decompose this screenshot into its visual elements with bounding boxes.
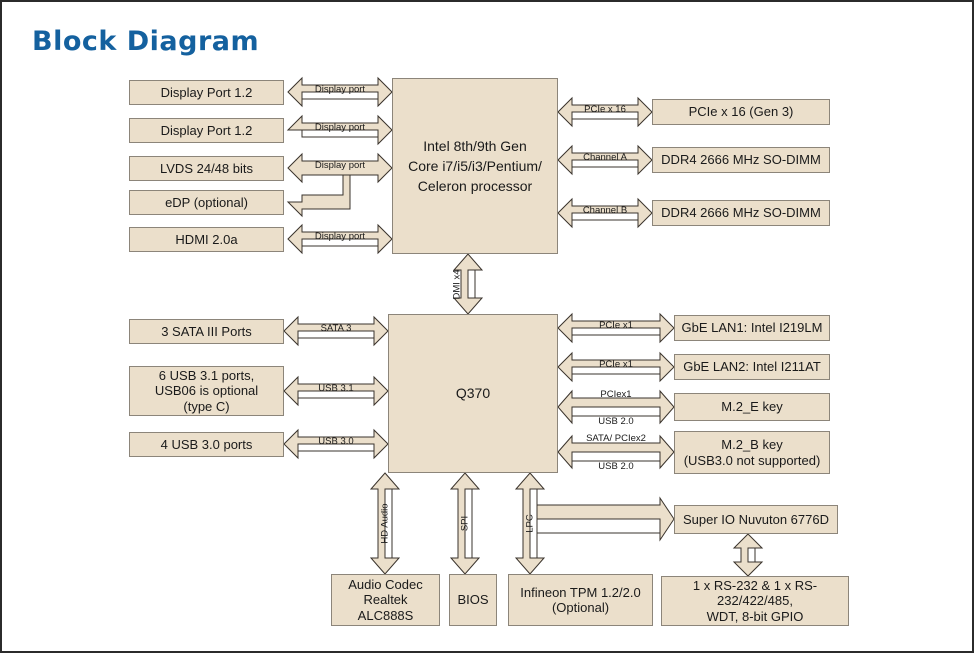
block-gbe-lan2[interactable]: GbE LAN2: Intel I211AT <box>674 354 830 380</box>
block-ddr4-channel-a[interactable]: DDR4 2666 MHz SO-DIMM <box>652 147 830 173</box>
arrow-label-m2b-bottom: USB 2.0 <box>598 461 634 472</box>
arrow-label-hd-audio: HD Audio <box>379 503 391 544</box>
arrow-label-lan1-pcie: PCIe x1 <box>599 320 633 331</box>
block-m2-e-key[interactable]: M.2_E key <box>674 393 830 421</box>
arrow-label-dmi-x4: DMI x4 <box>451 269 463 300</box>
arrow-label-m2b-top: SATA/ PCIex2 <box>586 433 646 444</box>
arrow-label-lan2-pcie: PCIe x1 <box>599 359 633 370</box>
block-usb31-ports[interactable]: 6 USB 3.1 ports, USB06 is optional (type… <box>129 366 284 416</box>
block-audio-codec[interactable]: Audio Codec Realtek ALC888S <box>331 574 440 626</box>
block-chipset-q370[interactable]: Q370 <box>388 314 558 473</box>
arrow-label-channel-b: Channel B <box>582 205 628 216</box>
arrow-label-pcie-x16: PCIe x 16 <box>584 104 626 115</box>
block-m2-b-key[interactable]: M.2_B key (USB3.0 not supported) <box>674 431 830 474</box>
block-lvds[interactable]: LVDS 24/48 bits <box>129 156 284 181</box>
arrow-label-sata3: SATA 3 <box>320 323 352 334</box>
block-tpm[interactable]: Infineon TPM 1.2/2.0 (Optional) <box>508 574 653 626</box>
arrow-label-display-port-4: Display port <box>314 231 366 242</box>
arrow-label-spi: SPI <box>459 515 471 532</box>
block-hdmi[interactable]: HDMI 2.0a <box>129 227 284 252</box>
arrow-label-lpc: LPC <box>524 514 536 533</box>
arrow-label-m2e-bottom: USB 2.0 <box>598 416 634 427</box>
arrow-label-display-port-1: Display port <box>314 84 366 95</box>
arrow-label-display-port-2: Display port <box>314 122 366 133</box>
block-cpu[interactable]: Intel 8th/9th Gen Core i7/i5/i3/Pentium/… <box>392 78 558 254</box>
block-edp[interactable]: eDP (optional) <box>129 190 284 215</box>
block-sata-ports[interactable]: 3 SATA III Ports <box>129 319 284 344</box>
arrow-label-m2e-top: PCIex1 <box>600 389 632 400</box>
block-gbe-lan1[interactable]: GbE LAN1: Intel I219LM <box>674 315 830 341</box>
block-display-port-2[interactable]: Display Port 1.2 <box>129 118 284 143</box>
block-ddr4-channel-b[interactable]: DDR4 2666 MHz SO-DIMM <box>652 200 830 226</box>
block-pcie-x16[interactable]: PCIe x 16 (Gen 3) <box>652 99 830 125</box>
block-serial-gpio[interactable]: 1 x RS-232 & 1 x RS-232/422/485, WDT, 8-… <box>661 576 849 626</box>
arrow-label-usb30: USB 3.0 <box>318 436 354 447</box>
arrow-label-display-port-3: Display port <box>314 160 366 171</box>
arrow-label-usb31: USB 3.1 <box>318 383 354 394</box>
block-usb30-ports[interactable]: 4 USB 3.0 ports <box>129 432 284 457</box>
page-title: Block Diagram <box>32 26 260 57</box>
block-display-port-1[interactable]: Display Port 1.2 <box>129 80 284 105</box>
arrow-label-channel-a: Channel A <box>583 152 627 163</box>
block-super-io[interactable]: Super IO Nuvuton 6776D <box>674 505 838 534</box>
block-bios[interactable]: BIOS <box>449 574 497 626</box>
